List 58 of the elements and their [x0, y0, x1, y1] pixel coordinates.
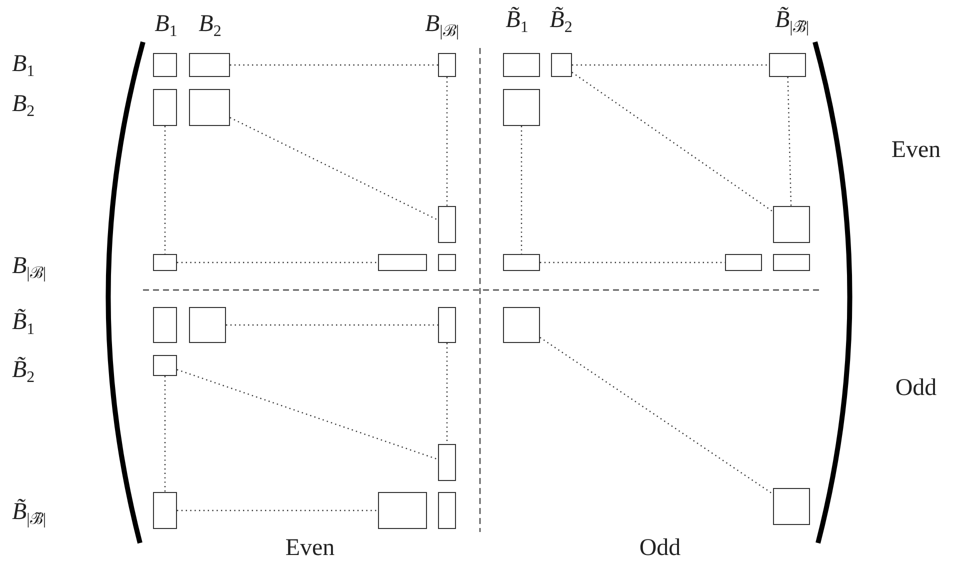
block-box [189, 89, 230, 126]
block-box [153, 355, 177, 376]
block-box [153, 492, 177, 529]
dotted-line [177, 510, 378, 512]
block-box [773, 488, 810, 525]
block-box [725, 254, 762, 271]
block-box [773, 206, 810, 243]
column-label: B$_{2}$ [198, 10, 222, 38]
group-label: Odd [895, 374, 937, 402]
dotted-line [446, 343, 448, 444]
column-label: B̃$_{|ℬ̃|}$ [774, 6, 810, 34]
block-box [503, 53, 540, 77]
block-box [773, 254, 810, 271]
block-box [438, 492, 456, 529]
dotted-line [446, 77, 448, 206]
dotted-line [177, 262, 378, 264]
block-box [153, 254, 177, 271]
row-label: B$_{1}$ [12, 50, 35, 78]
row-label: B̃$_{|ℬ̃|}$ [12, 498, 46, 526]
dotted-line [230, 64, 438, 66]
block-box [503, 89, 540, 126]
column-label: B$_{1}$ [154, 10, 178, 38]
dotted-line [226, 324, 438, 326]
block-box [503, 254, 540, 271]
block-box [378, 492, 427, 529]
column-label: B$_{|ℬ|}$ [424, 10, 460, 38]
block-box [189, 53, 230, 77]
block-box [153, 53, 177, 77]
dotted-line [540, 336, 774, 495]
block-box [153, 89, 177, 126]
dotted-line [572, 72, 774, 212]
block-box [153, 307, 177, 343]
group-label: Odd [639, 534, 681, 562]
block-box [438, 307, 456, 343]
group-label: Even [891, 136, 941, 164]
row-label: B$_{|ℬ|}$ [12, 252, 46, 280]
dotted-line [787, 76, 792, 206]
row-label: B̃$_{2}$ [12, 356, 35, 384]
block-box [378, 254, 427, 271]
dotted-line [520, 126, 522, 254]
dotted-line [176, 369, 438, 460]
row-label: B̃$_{1}$ [12, 308, 35, 336]
block-box [503, 307, 540, 343]
column-label: B̃$_{1}$ [506, 6, 528, 34]
column-label: B̃$_{2}$ [550, 6, 572, 34]
row-label: B$_{2}$ [12, 90, 35, 118]
block-box [551, 53, 572, 77]
dotted-line [230, 117, 438, 221]
group-label: Even [285, 534, 335, 562]
dotted-line [164, 126, 166, 254]
block-box [438, 206, 456, 243]
dotted-line [572, 64, 769, 66]
block-box [438, 53, 456, 77]
block-box [769, 53, 806, 77]
block-box [438, 254, 456, 271]
block-box [438, 444, 456, 481]
block-box [189, 307, 226, 343]
dotted-line [164, 376, 166, 492]
